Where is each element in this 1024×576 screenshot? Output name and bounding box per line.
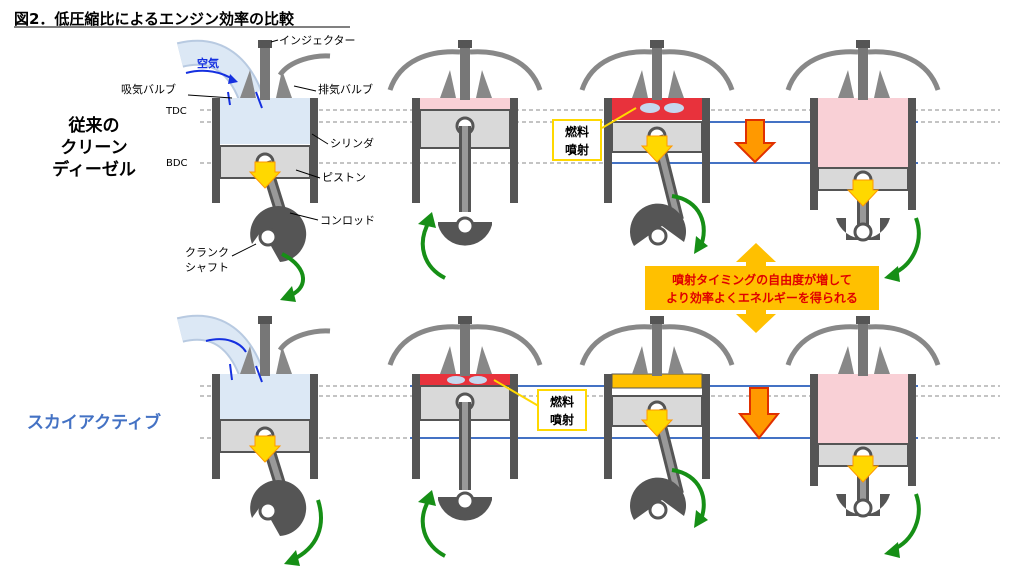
exhaust-valve-label: 排気バルブ [318,82,373,96]
component-labels: インジェクター 空気 吸気バルブ 排気バルブ TDC BDC シリンダ ピストン… [121,34,375,274]
row-label-line: ディーゼル [52,159,136,180]
efficiency-banner: 噴射タイミングの自由度が増して より効率よくエネルギーを得られる [645,266,879,310]
down-arrow-row1 [733,119,777,164]
row-label-line: 従来の [68,115,120,136]
tdc-label: TDC [165,106,187,117]
down-arrow-row2 [737,387,781,440]
cylinder-label: シリンダ [330,136,374,150]
fuel-label-line: 燃料 [565,124,589,139]
engine-row2-power [785,316,941,558]
piston-label: ピストン [322,171,366,184]
bdc-label: BDC [166,158,188,169]
air-label: 空気 [197,56,219,70]
row-label-line: クリーン [60,138,127,158]
intake-valve-label: 吸気バルブ [121,82,176,96]
banner-line: 噴射タイミングの自由度が増して [672,272,852,287]
engine-row2-combustion [579,316,735,528]
conrod-label: コンロッド [320,214,375,227]
fuel-label-line: 噴射 [550,412,574,427]
engine-row1-intake [176,39,331,302]
row-label-conventional: 従来の クリーン ディーゼル [52,115,136,180]
row-label-skyactiv: スカイアクティブ [27,412,161,433]
diagram-title: 図2．低圧縮比によるエンジン効率の比較 [14,10,295,28]
injector-label: インジェクター [279,34,356,47]
crankshaft-label-line: クランク [185,246,229,259]
engine-row2-injection [387,316,543,558]
banner-line: より効率よくエネルギーを得られる [666,290,858,305]
engine-row1-power [785,40,941,282]
engine-row1-injection [579,40,735,254]
fuel-label-line: 噴射 [565,142,589,157]
engine-row2-intake [176,314,331,566]
engine-row1-compression [387,40,543,280]
fuel-injection-label-row1: 燃料 噴射 [552,107,637,161]
fuel-injection-label-row2: 燃料 噴射 [493,379,587,431]
fuel-label-line: 燃料 [550,394,574,409]
crankshaft-label-line: シャフト [185,261,229,274]
